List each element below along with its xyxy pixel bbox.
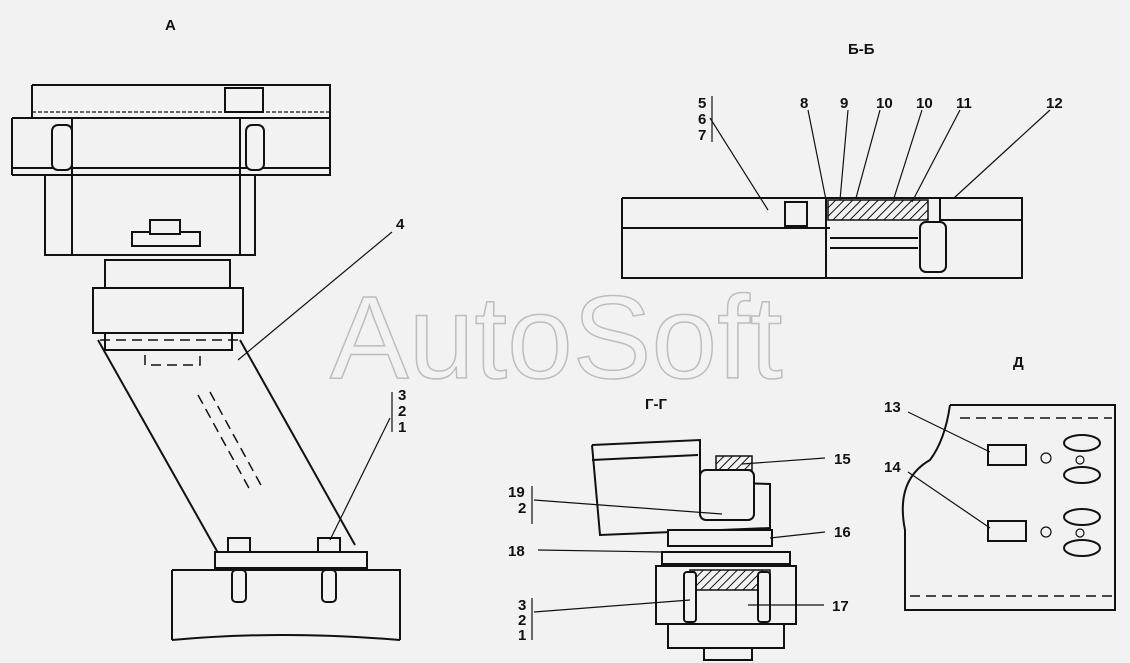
callout-15: 15 (834, 451, 851, 468)
callout-19: 19 (508, 484, 525, 501)
callout-7: 7 (698, 127, 706, 144)
callout-14: 14 (884, 459, 901, 476)
callout-gg-1: 1 (518, 627, 526, 644)
callout-17: 17 (832, 598, 849, 615)
view-d-title: Д (1013, 354, 1024, 371)
view-a-drawing: А 4 3 (11, 17, 406, 641)
view-bb-title: Б-Б (848, 41, 875, 58)
view-gg-drawing: Г-Г 15 16 17 18 19 2 3 2 1 (508, 396, 851, 661)
callout-gg-2a: 2 (518, 500, 526, 517)
callout-12: 12 (1046, 95, 1063, 112)
watermark-text: AutoSoft (330, 272, 783, 404)
view-bb-drawing: Б-Б 5 6 7 8 9 10 10 11 12 (621, 41, 1063, 279)
callout-9: 9 (840, 95, 848, 112)
callout-4: 4 (396, 216, 405, 233)
callout-10a: 10 (876, 95, 893, 112)
callout-5: 5 (698, 95, 706, 112)
callout-16: 16 (834, 524, 851, 541)
callout-11: 11 (956, 95, 972, 112)
callout-gg-3: 3 (518, 597, 526, 614)
callout-2: 2 (398, 403, 406, 420)
callout-8: 8 (800, 95, 808, 112)
view-a-title: А (165, 17, 176, 34)
callout-13: 13 (884, 399, 901, 416)
callout-18: 18 (508, 543, 525, 560)
callout-10b: 10 (916, 95, 933, 112)
callout-3: 3 (398, 387, 406, 404)
callout-1: 1 (398, 419, 406, 436)
view-d-drawing: Д 13 14 (884, 354, 1116, 611)
view-gg-title: Г-Г (645, 396, 667, 413)
callout-6: 6 (698, 111, 706, 128)
callout-gg-2b: 2 (518, 612, 526, 629)
